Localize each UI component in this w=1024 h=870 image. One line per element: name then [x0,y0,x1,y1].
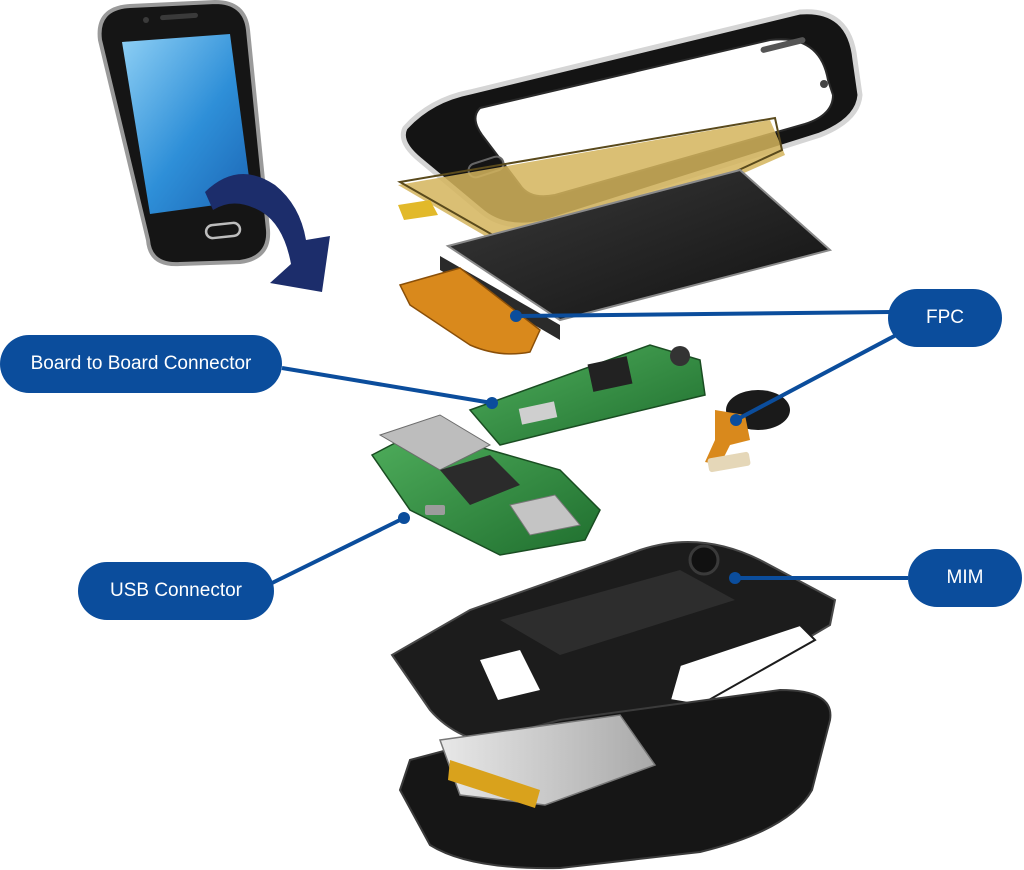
leader-line-fpc-speaker [735,331,901,422]
fpc-label: FPC [888,289,1002,347]
leader-dot-usb [398,512,410,524]
fpc-flex-cable [398,267,541,355]
mim-label: MIM [908,549,1022,607]
curved-arrow-icon [205,174,330,292]
leader-line-b2b [281,366,493,405]
board-to-board-connector-label: Board to Board Connector [0,335,282,393]
mid-frame [390,541,837,750]
leader-line-usb [271,516,405,585]
main-pcb [468,344,706,446]
leader-line-fpc-lcd [515,310,891,318]
speaker-module [705,390,790,473]
leader-dot-fpc-speaker [730,414,742,426]
lower-pcb [370,414,601,556]
leader-dot-fpc-lcd [510,310,522,322]
leader-dot-mim [729,572,741,584]
leader-dot-b2b [486,397,498,409]
smartphone-icon [97,0,271,267]
usb-connector-label: USB Connector [78,562,274,620]
battery [438,714,657,808]
